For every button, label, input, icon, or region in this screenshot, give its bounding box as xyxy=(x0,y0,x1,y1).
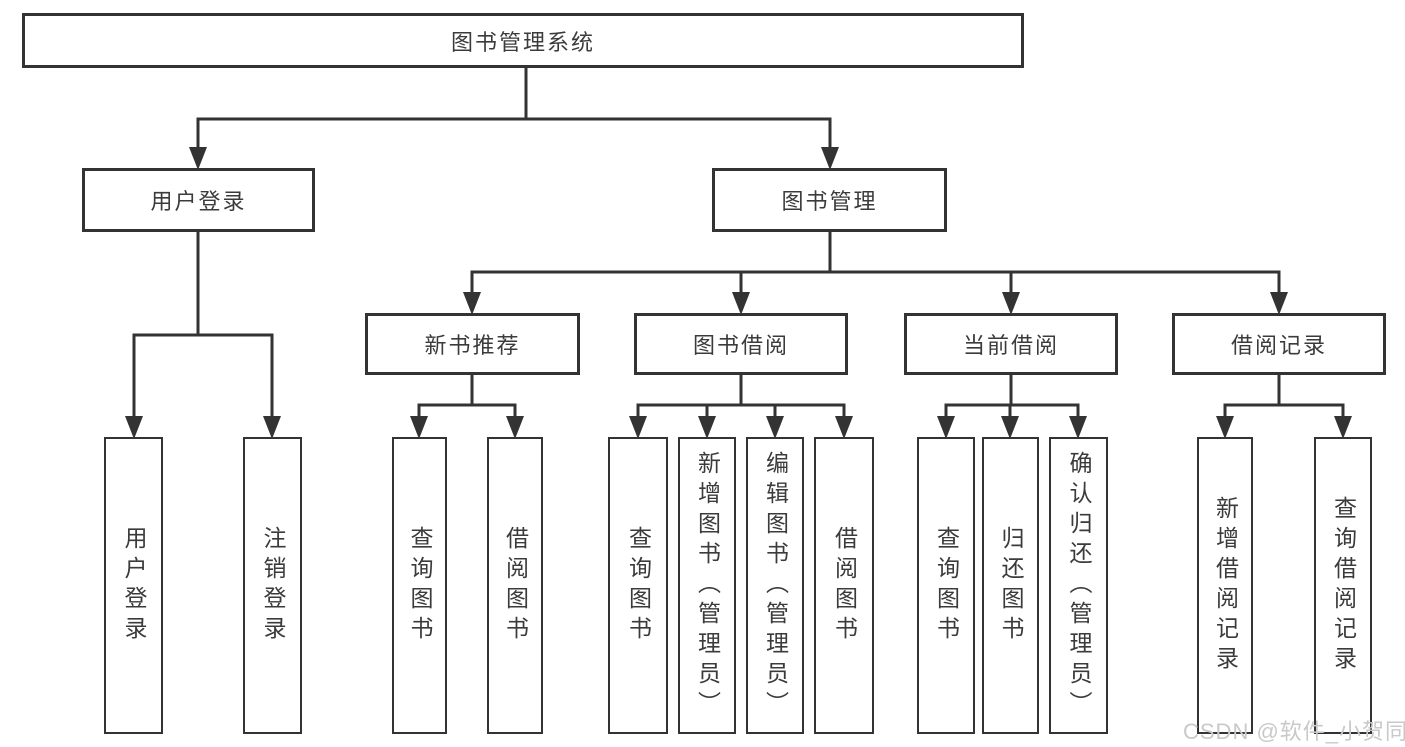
node-leaf-current-return: 归还图书 xyxy=(982,437,1039,734)
node-user-login: 用户登录 xyxy=(82,168,315,232)
node-leaf-borrow-query: 查询图书 xyxy=(608,437,668,734)
node-leaf-newbook-borrow: 借阅图书 xyxy=(487,437,543,734)
node-leaf-borrow-edit-admin: 编辑图书（管理员） xyxy=(746,437,804,734)
node-leaf-borrow-add-admin: 新增图书（管理员） xyxy=(678,437,736,734)
node-leaf-user-login: 用户登录 xyxy=(104,437,163,734)
node-new-book-recommend: 新书推荐 xyxy=(365,313,580,375)
node-root-system: 图书管理系统 xyxy=(22,13,1024,68)
node-leaf-current-confirm-admin: 确认归还（管理员） xyxy=(1049,437,1108,734)
watermark-text: CSDN @软件_小贺同学 xyxy=(1183,719,1405,744)
node-leaf-logout: 注销登录 xyxy=(243,437,302,734)
node-leaf-current-query: 查询图书 xyxy=(917,437,975,734)
node-leaf-newbook-query: 查询图书 xyxy=(392,437,447,734)
node-current-borrow: 当前借阅 xyxy=(904,313,1118,375)
node-book-borrow: 图书借阅 xyxy=(634,313,848,375)
node-leaf-record-query: 查询借阅记录 xyxy=(1314,437,1372,734)
node-leaf-record-add: 新增借阅记录 xyxy=(1197,437,1253,734)
node-borrow-records: 借阅记录 xyxy=(1172,313,1386,375)
node-book-management: 图书管理 xyxy=(712,168,947,232)
node-leaf-borrow-borrow: 借阅图书 xyxy=(814,437,874,734)
